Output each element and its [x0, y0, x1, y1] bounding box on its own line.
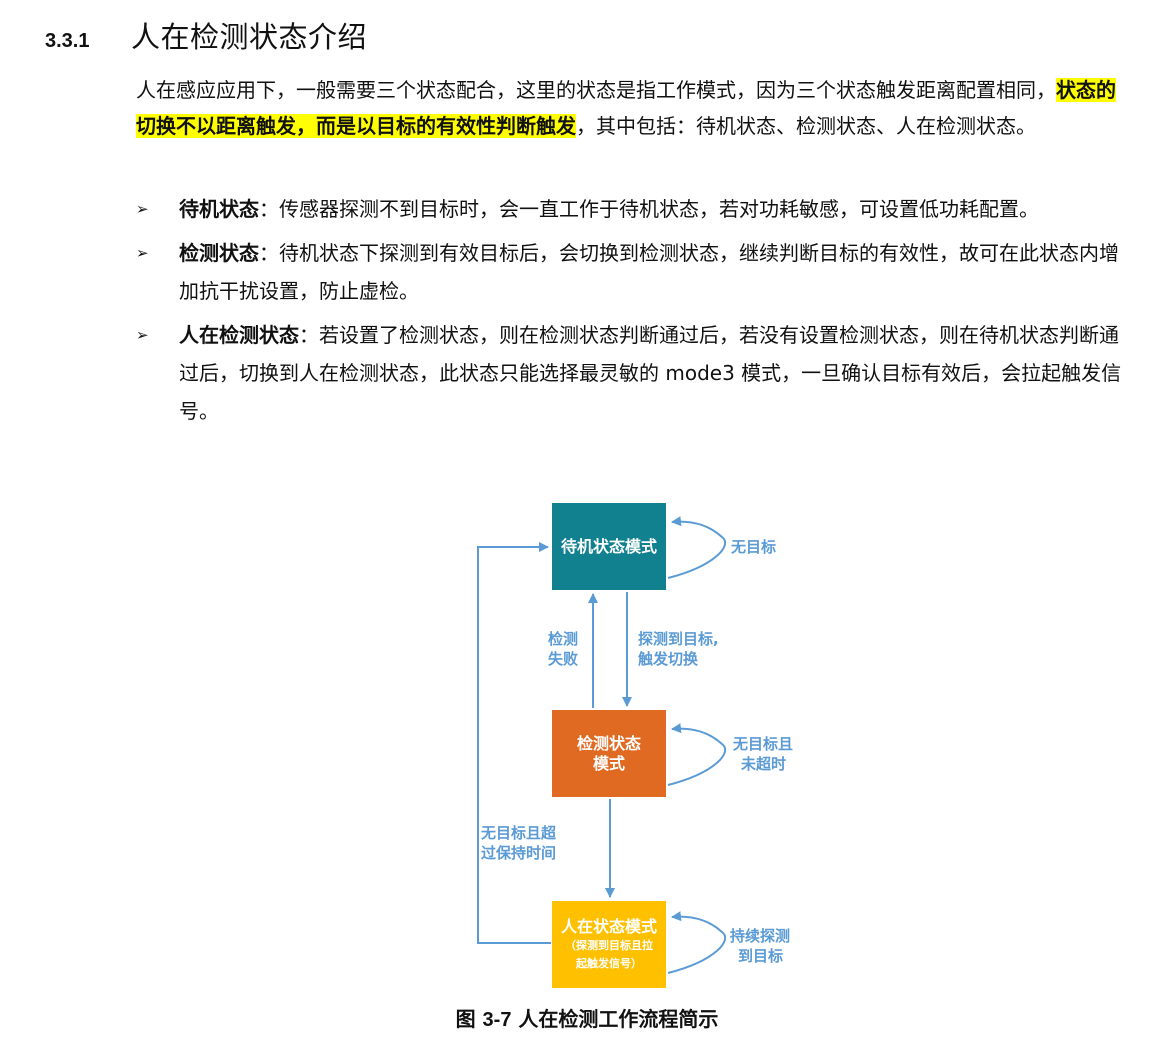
detect-fail-label-line1: 检测 [548, 630, 579, 648]
detected-label-line2: 触发切换 [638, 650, 699, 668]
standby-state-label: 待机状态模式 [560, 536, 657, 556]
presence-state-label: 人在状态模式 [560, 916, 657, 936]
list-item-content: 检测状态：待机状态下探测到有效目标后，会切换到检测状态，继续判断目标的有效性，故… [179, 234, 1126, 310]
caption-text: 人在检测工作流程简示 [518, 1007, 719, 1031]
detected-label: 探测到目标, 触发切换 [638, 629, 719, 669]
arrow-bullet-icon: ➢ [136, 326, 149, 344]
list-item-term: 人在检测状态 [179, 323, 299, 347]
detect-state-label-line1: 检测状态 [576, 733, 641, 753]
detect-self-loop [667, 723, 727, 786]
presence-to-standby-arrow [477, 542, 551, 944]
arrow-bullet-icon: ➢ [136, 244, 149, 262]
caption-prefix: 图 [455, 1007, 476, 1031]
state-list: ➢ 待机状态：传感器探测不到目标时，会一直工作于待机状态，若对功耗敏感，可设置低… [136, 190, 1126, 436]
timeout-label: 无目标且超 过保持时间 [481, 823, 556, 863]
list-item-standby: ➢ 待机状态：传感器探测不到目标时，会一直工作于待机状态，若对功耗敏感，可设置低… [136, 190, 1126, 228]
intro-paragraph: 人在感应应用下，一般需要三个状态配合，这里的状态是指工作模式，因为三个状态触发距… [136, 72, 1121, 144]
caption-number: 3-7 [482, 1009, 512, 1031]
presence-loop-label-line2: 到目标 [738, 947, 784, 965]
presence-state-note-line1: （探测到目标且拉 [565, 938, 653, 952]
list-item-term: 待机状态 [179, 197, 259, 221]
list-item-presence: ➢ 人在检测状态：若设置了检测状态，则在检测状态判断通过后，若没有设置检测状态，… [136, 316, 1126, 430]
presence-self-loop [667, 911, 727, 974]
presence-loop-label: 持续探测 到目标 [730, 926, 790, 966]
detected-label-line1: 探测到目标, [638, 630, 719, 648]
timeout-label-line2: 过保持时间 [481, 844, 557, 862]
list-item-text: ：若设置了检测状态，则在检测状态判断通过后，若没有设置检测状态，则在待机状态判断… [179, 323, 1122, 423]
section-number: 3.3.1 [45, 30, 90, 52]
detect-fail-label-line2: 失败 [548, 650, 579, 668]
detect-state-label-line2: 模式 [592, 753, 625, 773]
list-item-text: ：传感器探测不到目标时，会一直工作于待机状态，若对功耗敏感，可设置低功耗配置。 [259, 197, 1039, 221]
section-title: 人在检测状态介绍 [131, 20, 368, 54]
standby-loop-label: 无目标 [731, 538, 777, 556]
standby-self-loop [667, 516, 727, 579]
list-item-content: 人在检测状态：若设置了检测状态，则在检测状态判断通过后，若没有设置检测状态，则在… [179, 316, 1126, 430]
presence-state-box: 人在状态模式 （探测到目标且拉 起触发信号） [552, 901, 666, 988]
detect-fail-label: 检测 失败 [548, 629, 578, 669]
section-heading: 3.3.1 人在检测状态介绍 [45, 14, 367, 58]
detect-loop-label: 无目标且 未超时 [733, 734, 793, 774]
intro-text-start: 人在感应应用下，一般需要三个状态配合，这里的状态是指工作模式，因为三个状态触发距… [136, 78, 1056, 102]
detect-loop-label-line1: 无目标且 [733, 735, 794, 753]
arrow-bullet-icon: ➢ [136, 200, 149, 218]
list-item-detect: ➢ 检测状态：待机状态下探测到有效目标后，会切换到检测状态，继续判断目标的有效性… [136, 234, 1126, 310]
detect-state-box: 检测状态 模式 [552, 710, 666, 797]
presence-state-note-line2: 起触发信号） [576, 956, 642, 970]
timeout-label-line1: 无目标且超 [481, 824, 557, 842]
presence-loop-label-line1: 持续探测 [730, 927, 791, 945]
detect-loop-label-line2: 未超时 [741, 755, 787, 773]
list-item-content: 待机状态：传感器探测不到目标时，会一直工作于待机状态，若对功耗敏感，可设置低功耗… [179, 190, 1126, 228]
figure-caption: 图 3-7 人在检测工作流程简示 [0, 1003, 1174, 1032]
list-item-term: 检测状态 [179, 241, 259, 265]
standby-state-box: 待机状态模式 [552, 503, 666, 590]
intro-text-end: ，其中包括：待机状态、检测状态、人在检测状态。 [576, 114, 1036, 138]
list-item-text: ：待机状态下探测到有效目标后，会切换到检测状态，继续判断目标的有效性，故可在此状… [179, 241, 1119, 303]
